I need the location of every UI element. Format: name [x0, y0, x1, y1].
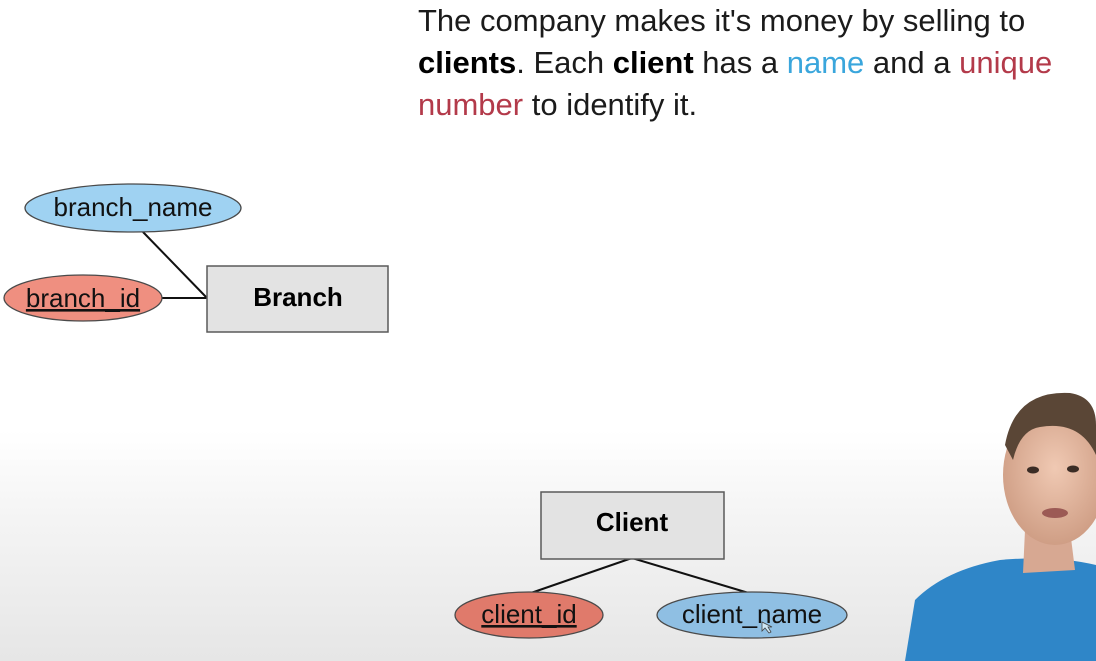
slide-caption: The company makes it's money by selling …	[418, 0, 1088, 126]
caption-text-1: The company makes it's money by selling …	[418, 3, 1026, 38]
attribute-client-id[interactable]	[454, 591, 604, 639]
mouse-cursor-icon	[761, 621, 773, 634]
caption-number-highlight: unique number	[418, 45, 1053, 122]
attribute-branch-name[interactable]	[24, 183, 242, 233]
connector-branch-name	[142, 231, 208, 299]
presenter-eye-right	[1067, 465, 1079, 473]
caption-bold-client: client	[612, 45, 694, 80]
connector-client-id	[527, 557, 633, 595]
entity-client-box[interactable]	[540, 491, 725, 560]
entity-branch-label: Branch	[253, 282, 343, 312]
caption-text-2: . Each	[516, 45, 613, 80]
caption-text-4: and a	[864, 45, 960, 80]
presenter-eye-left	[1027, 466, 1039, 474]
entity-client-label: Client	[596, 507, 669, 537]
caption-name-highlight: name	[786, 45, 865, 80]
caption-text-5: to identify it.	[523, 87, 698, 122]
attribute-branch-id[interactable]	[3, 274, 163, 322]
caption-bold-clients: clients	[418, 45, 517, 80]
attribute-branch-id-label: branch_id	[26, 283, 140, 313]
attribute-client-name-label: client_name	[682, 599, 822, 629]
presenter-face	[1003, 405, 1096, 545]
entity-branch-box[interactable]	[206, 265, 389, 333]
presenter-mouth	[1042, 508, 1068, 518]
presenter-webcam	[905, 392, 1096, 661]
presenter-shirt	[905, 558, 1096, 661]
caption-text-3: has a	[693, 45, 787, 80]
attribute-client-id-label: client_id	[481, 599, 576, 629]
attribute-branch-name-label: branch_name	[54, 192, 213, 222]
presenter-hair	[1005, 392, 1096, 460]
connector-client-name	[631, 557, 753, 595]
attribute-client-name[interactable]	[656, 591, 848, 639]
